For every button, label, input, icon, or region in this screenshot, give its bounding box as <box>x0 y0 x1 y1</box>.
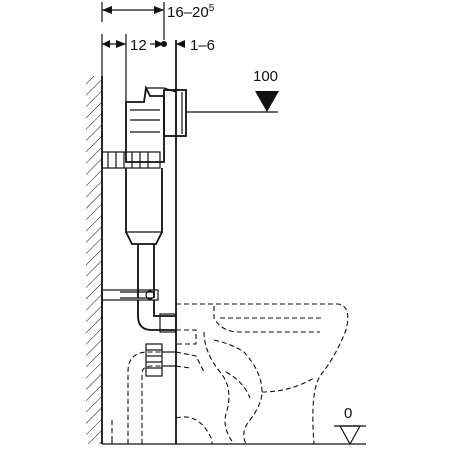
flush-plate <box>163 89 187 137</box>
wall-hatching <box>86 76 102 444</box>
flush-bend <box>137 300 177 333</box>
dimension-inner-width: 12 <box>101 34 167 102</box>
waste-pipe <box>111 343 176 444</box>
height-marker-label: 100 <box>253 68 278 85</box>
wall-bracket-upper <box>101 151 161 169</box>
floor-marker-triangle <box>338 425 362 446</box>
dimension-inner-label: 12 <box>130 37 147 54</box>
bowl-trap-outer <box>203 331 235 445</box>
reference-dot <box>161 41 167 47</box>
wall <box>86 76 103 444</box>
height-marker-triangle <box>255 91 279 112</box>
height-marker: 100 <box>186 68 279 113</box>
dimension-total-depth: 16–205 <box>101 2 215 40</box>
flush-pipe <box>137 244 155 298</box>
dimension-offset-label: 1–6 <box>190 37 215 54</box>
cistern-valve-body <box>125 85 165 163</box>
dimension-offset: 1–6 <box>176 37 215 54</box>
bowl-outline <box>176 303 349 445</box>
bowl-trap-inner <box>213 339 263 445</box>
cistern <box>101 85 187 298</box>
toilet-bowl <box>175 303 349 445</box>
wall-bracket-lower <box>101 289 159 301</box>
floor-marker-label: 0 <box>344 405 352 422</box>
floor-marker: 0 <box>334 405 366 446</box>
dimension-total-label: 16–205 <box>167 3 215 21</box>
cistern-tank <box>125 168 163 245</box>
